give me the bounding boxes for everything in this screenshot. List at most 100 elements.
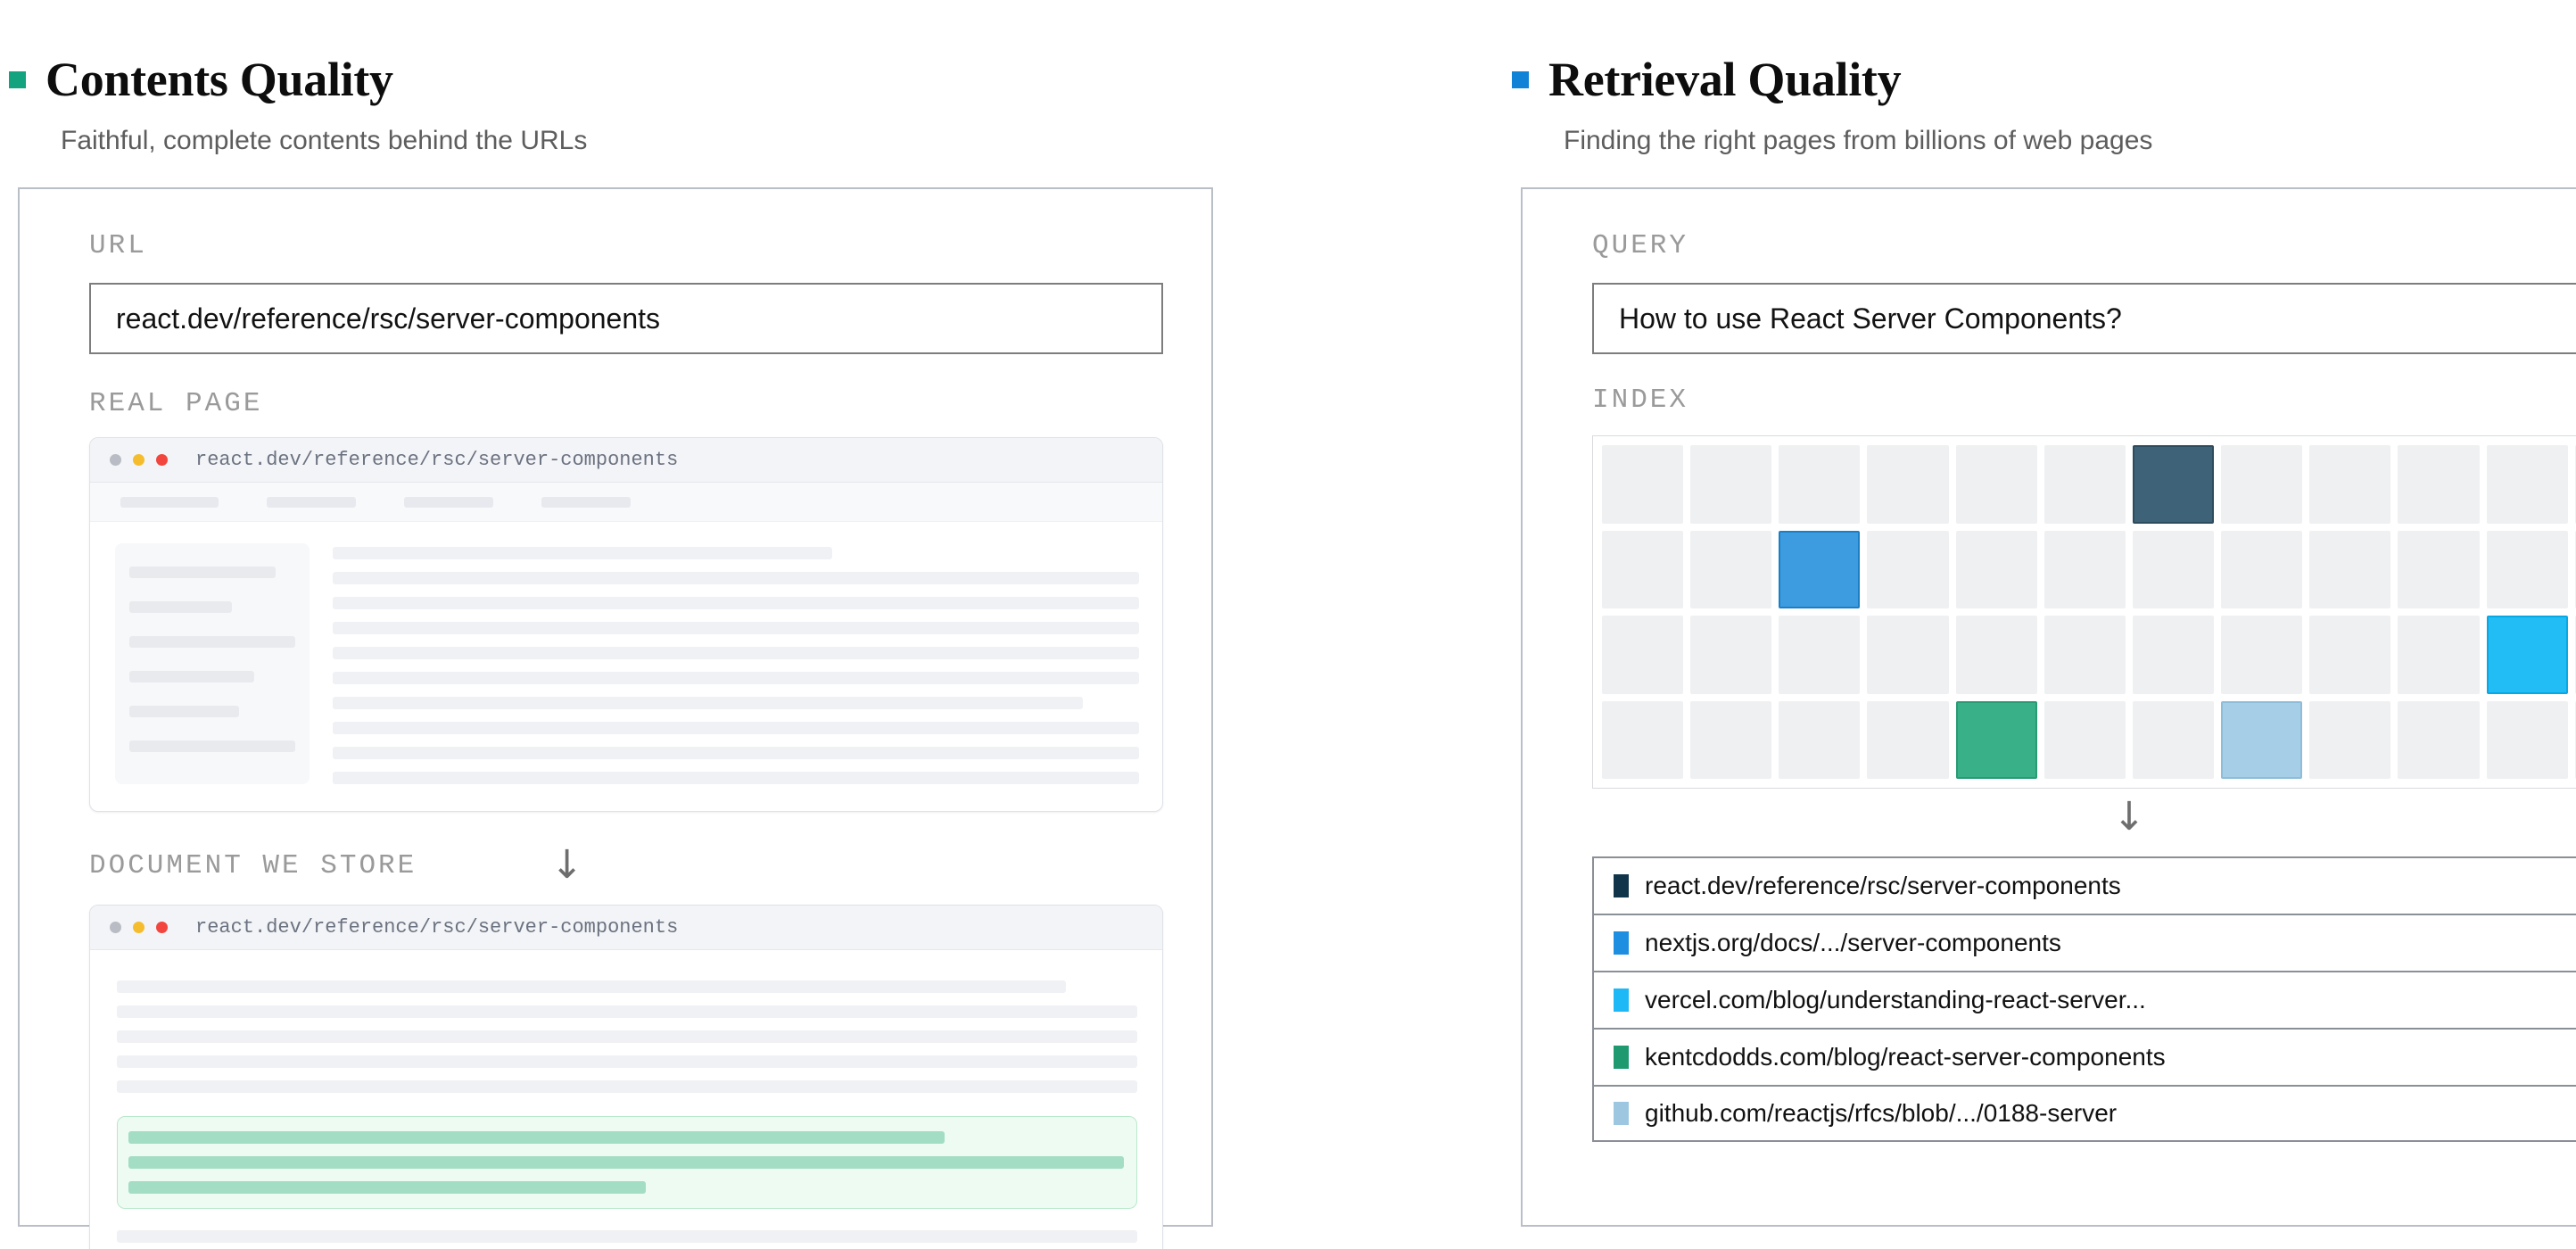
content-placeholder-line <box>333 647 1139 659</box>
index-cell <box>2574 530 2576 608</box>
index-cell <box>2398 616 2480 694</box>
mock-page-sidebar <box>115 543 310 784</box>
url-input-value: react.dev/reference/rsc/server-component… <box>116 302 661 335</box>
result-url-label: react.dev/reference/rsc/server-component… <box>1645 872 2121 899</box>
search-results-list: react.dev/reference/rsc/server-component… <box>1592 856 2576 1142</box>
index-cell <box>2486 530 2568 608</box>
index-cell-match <box>1955 700 2037 779</box>
index-cell <box>1867 616 1949 694</box>
window-minimize-dot-icon <box>110 454 121 466</box>
browser-nav-row <box>90 483 1162 522</box>
nav-placeholder-pill <box>120 496 219 508</box>
browser-content-area <box>90 522 1162 811</box>
sidebar-placeholder-bar <box>129 636 295 648</box>
index-cell <box>1690 616 1772 694</box>
bullet-square-icon <box>1512 70 1529 88</box>
index-cell <box>2309 616 2391 694</box>
index-cell <box>1779 700 1861 779</box>
real-page-browser-mockup: react.dev/reference/rsc/server-component… <box>89 437 1163 812</box>
subtitle-left: Faithful, complete contents behind the U… <box>61 126 588 155</box>
content-placeholder-line <box>333 622 1139 634</box>
real-page-label: REAL PAGE <box>89 388 263 419</box>
contents-quality-card: URL react.dev/reference/rsc/server-compo… <box>18 187 1213 1249</box>
document-placeholder-line <box>117 1055 1137 1068</box>
page-title-right: Retrieval Quality <box>1548 53 1902 106</box>
index-cell <box>2221 445 2303 524</box>
content-placeholder-line <box>333 772 1139 784</box>
index-cell <box>2398 700 2480 779</box>
document-content-area <box>90 950 1162 1249</box>
contents-quality-heading: Contents Quality <box>9 55 1213 103</box>
result-color-swatch-icon <box>1614 1102 1629 1125</box>
content-placeholder-line <box>333 747 1139 759</box>
index-cell <box>1867 700 1949 779</box>
document-placeholder-line <box>117 1005 1137 1018</box>
contents-quality-column: Contents Quality Faithful, complete cont… <box>9 0 1213 1249</box>
index-cell <box>1955 445 2037 524</box>
index-cell <box>1867 530 1949 608</box>
sidebar-placeholder-bar <box>129 706 239 717</box>
document-placeholder-line <box>117 980 1066 993</box>
content-placeholder-line <box>333 597 1139 609</box>
query-input[interactable]: How to use React Server Components? <box>1592 283 2576 354</box>
content-placeholder-line <box>333 572 1139 584</box>
index-cell <box>2398 445 2480 524</box>
index-cell <box>1602 616 1684 694</box>
document-address-text: react.dev/reference/rsc/server-component… <box>195 916 679 939</box>
index-grid <box>1592 435 2576 789</box>
bullet-square-icon <box>9 70 26 88</box>
index-cell <box>2221 530 2303 608</box>
index-cell <box>2221 616 2303 694</box>
index-cell <box>1690 530 1772 608</box>
retrieval-quality-column: Retrieval Quality Finding the right page… <box>1512 0 2576 1249</box>
index-cell <box>2486 445 2568 524</box>
index-cell <box>1602 530 1684 608</box>
index-cell <box>2043 700 2126 779</box>
content-placeholder-line <box>333 697 1083 709</box>
index-cell <box>2043 616 2126 694</box>
search-result-row[interactable]: github.com/reactjs/rfcs/blob/.../0188-se… <box>1592 1085 2576 1142</box>
index-cell <box>2309 700 2391 779</box>
index-cell <box>2486 700 2568 779</box>
index-cell <box>1602 700 1684 779</box>
query-input-value: How to use React Server Components? <box>1619 302 2122 335</box>
nav-placeholder-pill <box>404 496 493 508</box>
index-cell <box>2132 700 2215 779</box>
query-field-label: QUERY <box>1592 230 1689 261</box>
index-label: INDEX <box>1592 385 1689 416</box>
index-cell <box>1690 700 1772 779</box>
mock-page-main <box>333 543 1139 784</box>
document-placeholder-line <box>117 1030 1137 1043</box>
index-cell <box>2132 530 2215 608</box>
retrieval-quality-card: QUERY How to use React Server Components… <box>1521 187 2576 1227</box>
browser-address-text: react.dev/reference/rsc/server-component… <box>195 449 679 471</box>
window-maximize-dot-icon <box>133 922 144 933</box>
url-field-label: URL <box>89 230 147 261</box>
sidebar-placeholder-bar <box>129 740 295 752</box>
arrow-down-icon: ↓ <box>2112 794 2146 840</box>
search-result-row[interactable]: nextjs.org/docs/.../server-components <box>1592 914 2576 971</box>
index-cell <box>2574 445 2576 524</box>
index-cell <box>2043 445 2126 524</box>
url-input[interactable]: react.dev/reference/rsc/server-component… <box>89 283 1163 354</box>
index-cell <box>2309 530 2391 608</box>
index-to-results-arrow: ↓ <box>1592 798 2576 837</box>
sidebar-placeholder-bar <box>129 567 276 578</box>
window-close-dot-icon <box>156 922 168 933</box>
highlighted-passage <box>117 1116 1137 1209</box>
index-cell <box>2398 530 2480 608</box>
search-result-row[interactable]: kentcdodds.com/blog/react-server-compone… <box>1592 1028 2576 1085</box>
index-cell <box>1602 445 1684 524</box>
subtitle-right: Finding the right pages from billions of… <box>1564 126 2153 155</box>
search-result-row[interactable]: react.dev/reference/rsc/server-component… <box>1592 856 2576 914</box>
index-cell <box>1779 445 1861 524</box>
search-result-row[interactable]: vercel.com/blog/understanding-react-serv… <box>1592 971 2576 1028</box>
document-we-store-label: DOCUMENT WE STORE <box>89 849 417 881</box>
result-color-swatch-icon <box>1614 874 1629 897</box>
document-placeholder-line <box>117 1080 1137 1093</box>
result-url-label: github.com/reactjs/rfcs/blob/.../0188-se… <box>1645 1099 2118 1127</box>
page-title-left: Contents Quality <box>45 53 393 106</box>
index-cell <box>1779 616 1861 694</box>
index-cell <box>2309 445 2391 524</box>
result-url-label: vercel.com/blog/understanding-react-serv… <box>1645 986 2146 1013</box>
